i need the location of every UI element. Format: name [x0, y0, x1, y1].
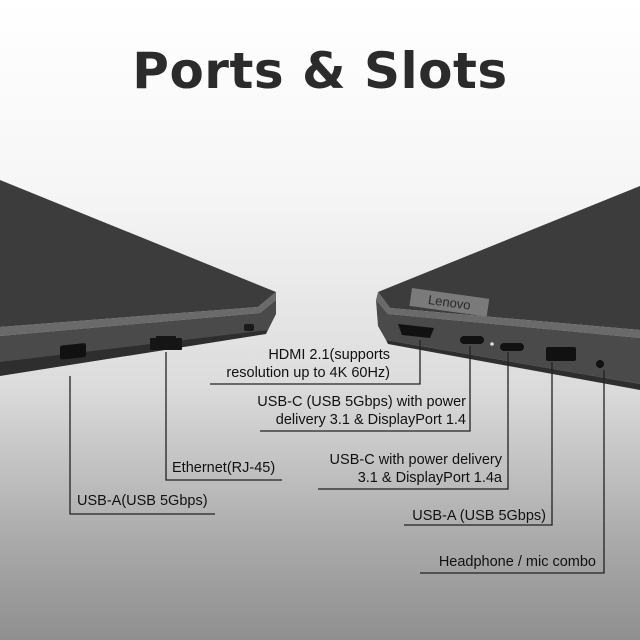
leader-lines [69, 340, 605, 574]
right-usb-c-port-1 [460, 336, 484, 344]
leader-right-usb-a [404, 362, 553, 526]
left-lock-slot [244, 324, 254, 331]
left-laptop [0, 180, 276, 376]
left-ethernet-port [150, 336, 182, 350]
page-title: Ports & Slots [132, 42, 508, 100]
label-right-usb-c-1: USB-C (USB 5Gbps) with power delivery 3.… [196, 393, 466, 429]
label-right-usb-c-1-line-1: USB-C (USB 5Gbps) with power [257, 394, 466, 410]
label-right-usb-c-2-line-2: 3.1 & DisplayPort 1.4a [357, 470, 502, 486]
right-usb-c-port-2 [500, 343, 524, 351]
left-laptop-bottom [0, 330, 268, 376]
right-indicator-led [490, 342, 494, 346]
label-right-usb-c-1-line-2: delivery 3.1 & DisplayPort 1.4 [275, 412, 466, 428]
label-right-audio-line-1: Headphone / mic combo [438, 554, 596, 570]
leader-left-ethernet [165, 352, 282, 481]
right-usb-a-port [546, 347, 576, 361]
label-right-hdmi-line-2: resolution up to 4K 60Hz) [226, 365, 390, 381]
lenovo-logo: Lenovo [409, 288, 490, 317]
right-laptop-lid-edge [376, 292, 640, 338]
label-right-usb-a-line-1: USB-A (USB 5Gbps) [412, 508, 546, 524]
right-hdmi-port [398, 324, 434, 338]
leader-right-usb-c-1 [260, 346, 471, 432]
label-right-usb-c-2: USB-C with power delivery 3.1 & DisplayP… [262, 451, 502, 487]
label-left-usb-a: USB-A(USB 5Gbps) [77, 493, 208, 509]
label-left-ethernet: Ethernet(RJ-45) [172, 460, 276, 476]
left-usb-a-port [60, 343, 86, 360]
leader-right-usb-c-2 [318, 352, 509, 490]
right-laptop: Lenovo [376, 186, 640, 390]
lenovo-logo-text: Lenovo [427, 292, 471, 313]
label-right-hdmi-line-1: HDMI 2.1(supports [268, 347, 390, 363]
right-laptop-bottom [386, 340, 640, 390]
label-right-hdmi: HDMI 2.1(supports resolution up to 4K 60… [150, 346, 390, 382]
right-laptop-lid [378, 186, 640, 330]
leader-right-hdmi [210, 340, 421, 385]
leader-right-audio [420, 370, 605, 574]
right-audio-jack [596, 360, 604, 368]
right-laptop-base [376, 300, 640, 384]
leader-left-usb-a [69, 376, 215, 515]
left-laptop-lid [0, 180, 276, 327]
label-right-audio: Headphone / mic combo [380, 553, 596, 571]
label-right-usb-c-2-line-1: USB-C with power delivery [329, 452, 502, 468]
left-laptop-lid-edge [0, 292, 276, 336]
label-right-usb-a: USB-A (USB 5Gbps) [360, 507, 546, 525]
